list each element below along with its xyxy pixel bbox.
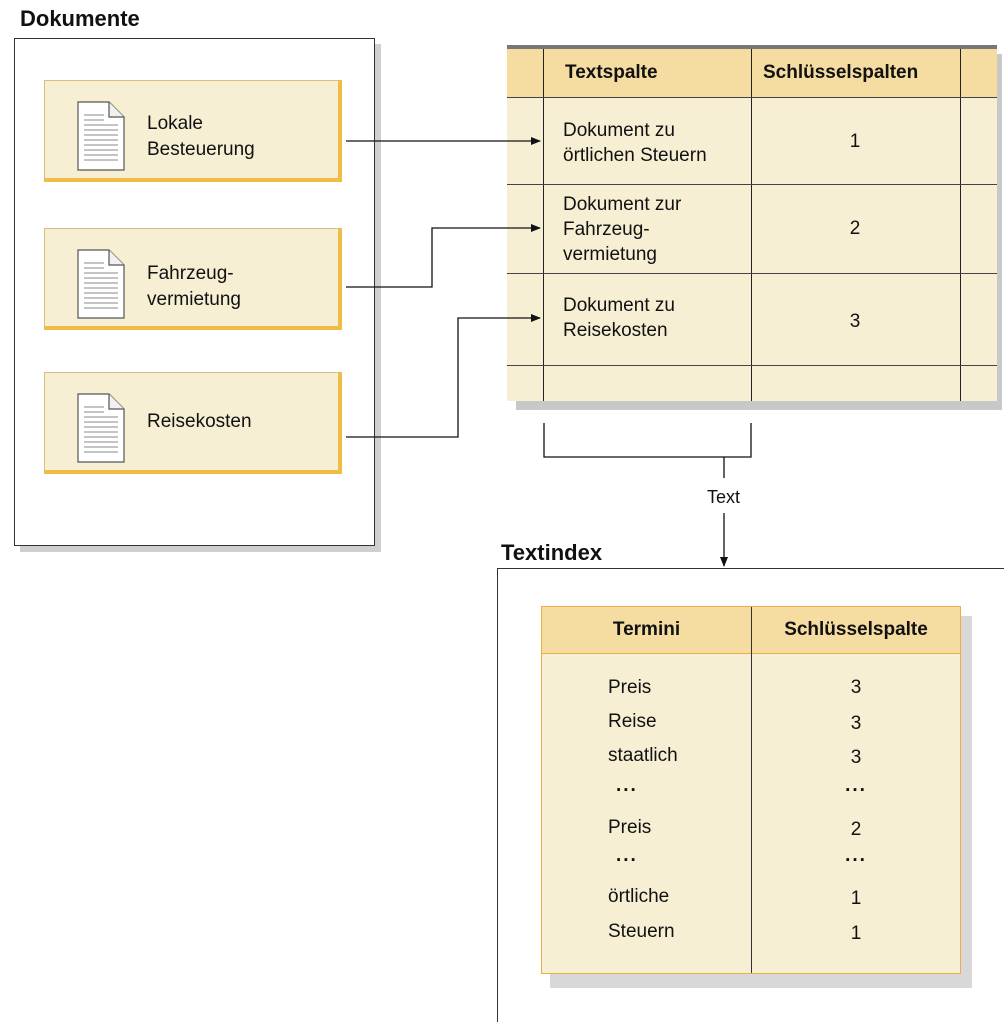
- header-termini: Termini: [612, 619, 681, 640]
- row-2-text: Dokument zur Fahrzeug- vermietung: [563, 194, 682, 265]
- document-icon: [77, 101, 125, 171]
- document-item-fahrzeugvermietung: Fahrzeug- vermietung: [44, 228, 342, 330]
- header-textspalte: Textspalte: [565, 62, 658, 83]
- column-divider: [751, 607, 752, 973]
- table-header-row: [507, 49, 997, 97]
- row-divider: [507, 365, 997, 366]
- document-table: Textspalte Schlüsselspalten Dokument zu …: [507, 45, 997, 401]
- row-1-text: Dokument zu örtlichen Steuern: [563, 120, 707, 166]
- column-divider: [543, 49, 544, 401]
- header-schluesselspalten: Schlüsselspalten: [763, 62, 919, 83]
- key-cell: 3: [850, 677, 862, 698]
- index-table: Termini Schlüsselspalte Preis 3 Reise 3 …: [541, 606, 961, 974]
- term-ellipsis: ...: [616, 775, 638, 796]
- document-label: Lokale Besteuerung: [147, 113, 255, 160]
- key-cell: 2: [850, 819, 862, 840]
- key-ellipsis: ...: [845, 845, 867, 866]
- row-1-key: 1: [849, 131, 861, 152]
- document-icon: [77, 249, 125, 319]
- term-cell: staatlich: [608, 745, 678, 766]
- document-label: Reisekosten: [147, 411, 252, 432]
- connector-label-text: Text: [707, 487, 741, 507]
- term-cell: Preis: [608, 677, 652, 698]
- row-3-text: Dokument zu Reisekosten: [563, 295, 675, 341]
- column-divider: [751, 49, 752, 401]
- index-title: Textindex: [501, 540, 603, 565]
- key-cell: 1: [850, 923, 862, 944]
- key-cell: 3: [850, 713, 862, 734]
- index-panel-border-left: [497, 568, 498, 1022]
- row-3-key: 3: [849, 311, 861, 332]
- key-ellipsis: ...: [845, 775, 867, 796]
- column-divider: [960, 49, 961, 401]
- table-top-bar: [507, 45, 997, 49]
- documents-title: Dokumente: [20, 6, 140, 31]
- document-label: Fahrzeug- vermietung: [147, 263, 241, 310]
- header-schluesselspalte: Schlüsselspalte: [784, 619, 928, 640]
- index-panel-border-top: [497, 568, 1004, 569]
- key-cell: 1: [850, 888, 862, 909]
- term-cell: örtliche: [608, 886, 670, 907]
- term-cell: Preis: [608, 817, 652, 838]
- row-divider: [507, 97, 997, 98]
- row-divider: [507, 184, 997, 185]
- term-ellipsis: ...: [616, 845, 638, 866]
- row-2-key: 2: [849, 218, 861, 239]
- row-divider: [507, 273, 997, 274]
- term-cell: Reise: [608, 711, 657, 732]
- document-item-reisekosten: Reisekosten: [44, 372, 342, 474]
- key-cell: 3: [850, 747, 862, 768]
- document-item-lokale-besteuerung: Lokale Besteuerung: [44, 80, 342, 182]
- term-cell: Steuern: [608, 921, 675, 942]
- document-icon: [77, 393, 125, 463]
